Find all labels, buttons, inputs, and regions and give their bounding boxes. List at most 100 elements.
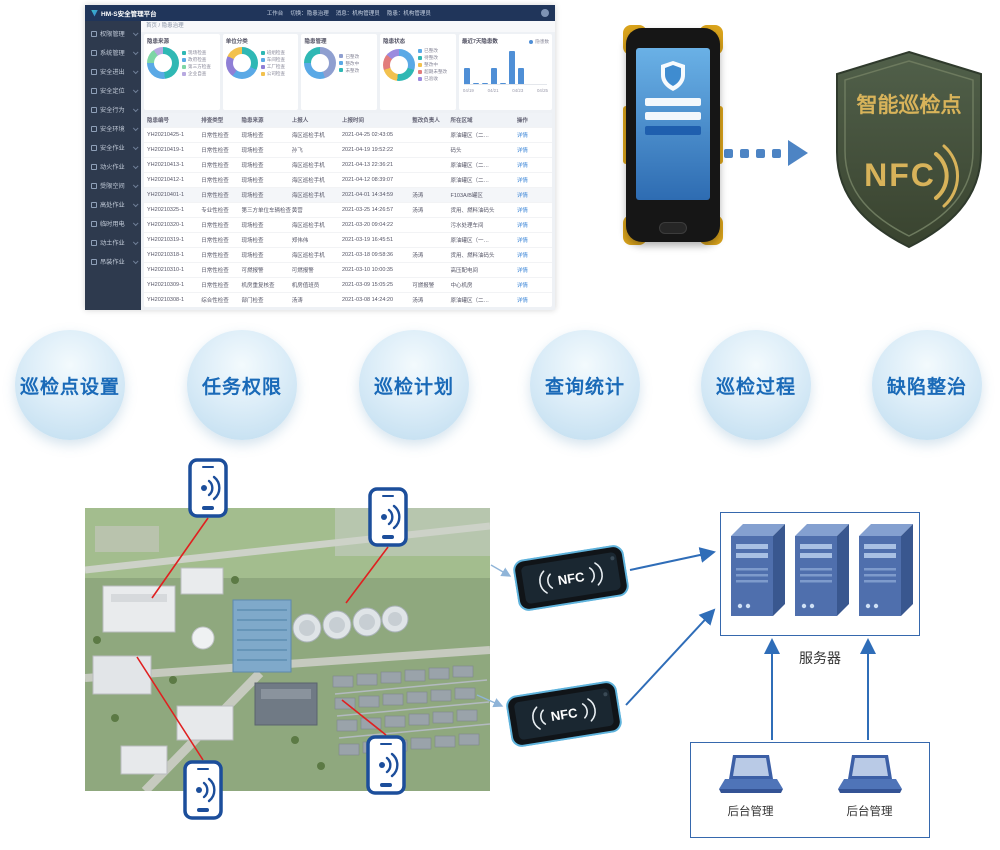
column-header: 上报人 [291,118,309,124]
badge-title: 智能巡检点 [857,93,962,117]
sidebar-item[interactable]: 安全作业 [85,138,141,157]
chart-title: 隐患状态 [383,39,406,45]
app-shield-icon [661,61,685,91]
hazard-table: 隐患编号排查类型隐患来源上报人上报时间整改负责人所在区域操作 YH2021042… [144,113,552,307]
sidebar-item[interactable]: 临时用电 [85,214,141,233]
shield-icon: 智能巡检点 NFC [836,50,982,249]
column-header: 隐患编号 [147,118,170,124]
chevron-down-icon [132,48,139,55]
detail-link[interactable]: 详情 [516,268,528,274]
detail-link[interactable]: 详情 [516,193,528,199]
cell-report-time: 2021-03-09 15:05:25 [341,282,394,288]
table-row: YH20210419-1 日常性检查 现场检查 孙飞 2021-04-19 19… [144,142,552,157]
menu-icon [91,201,97,208]
dashboard-screenshot: HM-S安全管理平台 工作台切换：隐患治理消息：机构管理员隐患：机构管理员 权限… [85,5,555,310]
sidebar-item[interactable]: 权限管理 [85,24,141,43]
sidebar-item[interactable]: 安全定位 [85,81,141,100]
sidebar-item[interactable]: 动土作业 [85,233,141,252]
table-header: 隐患编号排查类型隐患来源上报人上报时间整改负责人所在区域操作 [144,113,552,127]
chevron-down-icon [132,124,139,131]
cell-report-time: 2021-03-19 16:45:51 [341,237,394,243]
topnav-item[interactable]: 切换：隐患治理 [290,11,329,17]
phone-home-button[interactable] [659,222,687,234]
topnav-item[interactable]: 消息：机构管理员 [335,11,380,17]
topnav-item[interactable]: 隐患：机构管理员 [386,11,431,17]
cell-hazard-source: 现场检查 [241,193,264,199]
dashboard-topnav: 工作台切换：隐患治理消息：机构管理员隐患：机构管理员 [267,9,431,17]
menu-icon [91,87,97,94]
legend-item: 未整改 [339,67,359,74]
sidebar-item-label: 受限空间 [100,183,125,190]
legend-dot [182,71,186,76]
legend-dot [260,50,265,55]
detail-link[interactable]: 详情 [516,253,528,259]
dashboard-header: HM-S安全管理平台 工作台切换：隐患治理消息：机构管理员隐患：机构管理员 [85,5,555,21]
detail-link[interactable]: 详情 [516,223,528,229]
chart-title: 隐患管理 [304,39,327,45]
nfc-label: NFC [557,569,586,588]
cell-hazard-source: 现场检查 [241,133,264,139]
table-row: YH20210413-1 日常性检查 现场检查 海区巡检手机 2021-04-1… [144,157,552,172]
cell-area: 原油罐区（一… [450,238,489,244]
axis-tick: 04/25 [536,88,548,93]
table-row: YH20210325-1 专业性检查 第三方单位车辆检查 黄营 2021-03-… [144,202,552,217]
detail-link[interactable]: 详情 [516,178,528,184]
sidebar-item[interactable]: 吊装作业 [85,252,141,271]
trend-bars [463,51,548,85]
legend-item: 超期未整改 [418,68,447,75]
login-button[interactable] [645,126,701,135]
cell-owner: 汤涛 [412,193,424,199]
detail-link[interactable]: 详情 [516,238,528,244]
table-row: YH20210401-1 日常性检查 现场检查 海区巡检手机 2021-04-0… [144,187,552,202]
cell-report-time: 2021-03-18 09:58:36 [341,252,394,258]
sidebar-item[interactable]: 安全行为 [85,100,141,119]
chevron-down-icon [132,200,139,207]
sidebar-item[interactable]: 安全环境 [85,119,141,138]
legend-dot [529,40,534,44]
cell-report-time: 2021-04-13 22:36:21 [341,162,394,168]
cell-hazard-source: 第三方单位车辆检查 [241,208,291,214]
detail-link[interactable]: 详情 [516,133,528,139]
dotted-arrow [724,140,808,166]
username-field[interactable] [645,98,701,106]
user-avatar[interactable] [540,9,549,17]
column-header: 上报时间 [341,118,364,124]
cell-hazard-id: YH20210309-1 [147,282,185,288]
detail-link[interactable]: 详情 [516,208,528,214]
password-field[interactable] [645,112,701,120]
sidebar-item[interactable]: 动火作业 [85,157,141,176]
column-header: 排查类型 [201,118,224,124]
patrol-phone-icon [183,760,223,820]
detail-link[interactable]: 详情 [516,298,528,304]
chevron-down-icon [132,181,139,188]
badge-nfc-logo: NFC [864,157,936,193]
topnav-item[interactable]: 工作台 [266,11,284,17]
detail-link[interactable]: 详情 [516,163,528,169]
sidebar-item[interactable]: 高处作业 [85,195,141,214]
sidebar-item[interactable]: 系统管理 [85,43,141,62]
laptop-icon [837,755,902,793]
chevron-down-icon [132,219,139,226]
sidebar-item[interactable]: 受限空间 [85,176,141,195]
feature-circle-task-permission: 任务权限 [187,330,297,440]
sidebar-item[interactable]: 安全进出 [85,62,141,81]
axis-tick: 04/21 [487,88,499,93]
menu-icon [91,220,97,227]
cell-hazard-id: YH20210318-1 [147,252,185,258]
patrol-phone-icon [368,487,408,547]
cell-report-time: 2021-03-25 14:26:57 [341,207,394,213]
cell-report-time: 2021-03-20 09:04:22 [341,222,394,228]
cell-area: 原油罐区（二… [450,163,489,169]
legend-dot [418,55,423,60]
legend-item: 整改中 [418,61,447,68]
chart-hazard-status: 隐患状态 已整改待整改整改中超期未整改已验收 [380,34,456,110]
legend-item: 已整改 [339,53,359,60]
sidebar-item-label: 安全定位 [100,88,125,95]
axis-tick: 04/23 [512,88,524,93]
detail-link[interactable]: 详情 [516,283,528,289]
cell-report-time: 2021-03-10 10:00:35 [341,267,394,273]
detail-link[interactable]: 详情 [516,148,528,154]
cell-area: 污水处理车间 [450,223,484,229]
cell-owner: 可燃报警 [412,283,435,289]
